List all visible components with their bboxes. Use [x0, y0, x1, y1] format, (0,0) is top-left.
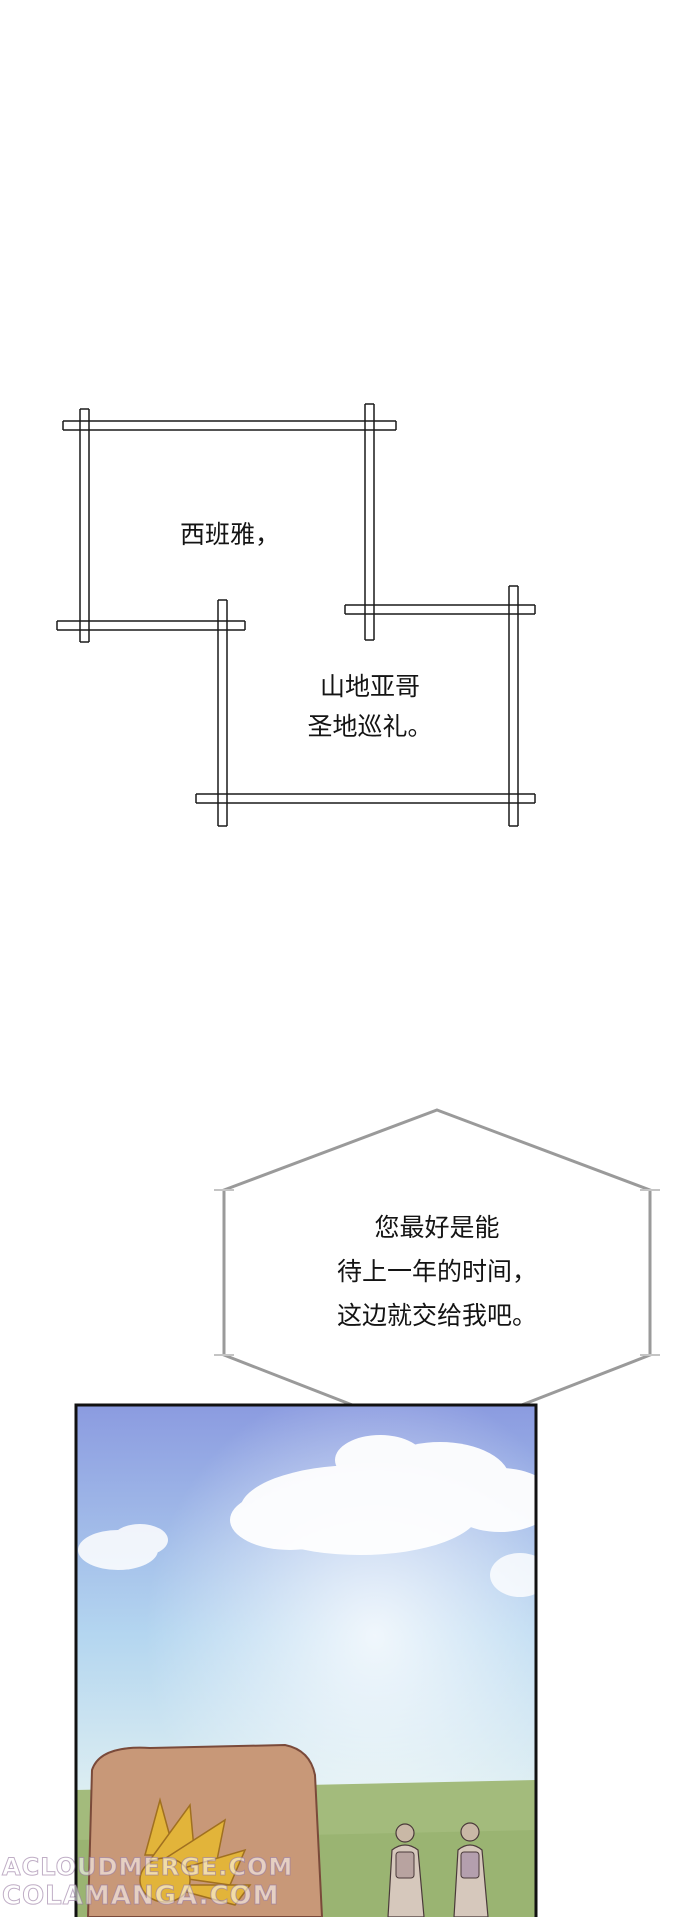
cloud-large — [230, 1435, 536, 1555]
pilgrim-figure-right — [453, 1822, 489, 1917]
watermark-line-2: COLAMANGA.COM — [2, 1881, 280, 1912]
caption-box-2-text: 山地亚哥 圣地巡礼。 — [250, 667, 490, 747]
speech-bubble-text: 您最好是能 待上一年的时间， 这边就交给我吧。 — [277, 1206, 597, 1338]
caption-box-1-text: 西班雅， — [150, 515, 310, 555]
speech-line-3: 这边就交给我吧。 — [336, 1301, 537, 1330]
pilgrim-figure-left — [387, 1823, 425, 1917]
caption-box-2-line-2: 圣地巡礼。 — [307, 712, 433, 741]
speech-line-1: 您最好是能 — [374, 1213, 500, 1242]
caption-box-1-line: 西班雅， — [179, 520, 280, 549]
cloud-small-left — [78, 1524, 168, 1570]
scallop-shell-icon — [139, 1797, 252, 1906]
speech-line-2: 待上一年的时间， — [336, 1257, 537, 1286]
watermark-line-1: ACLOUDMERGE.COM — [1, 1853, 294, 1882]
caption-box-2-line-1: 山地亚哥 — [319, 672, 420, 701]
panel-border — [74, 1403, 538, 1917]
caption-box-1-frame — [56, 403, 397, 643]
cloud-small-right — [490, 1553, 536, 1597]
caption-box-2-frame — [195, 585, 536, 827]
